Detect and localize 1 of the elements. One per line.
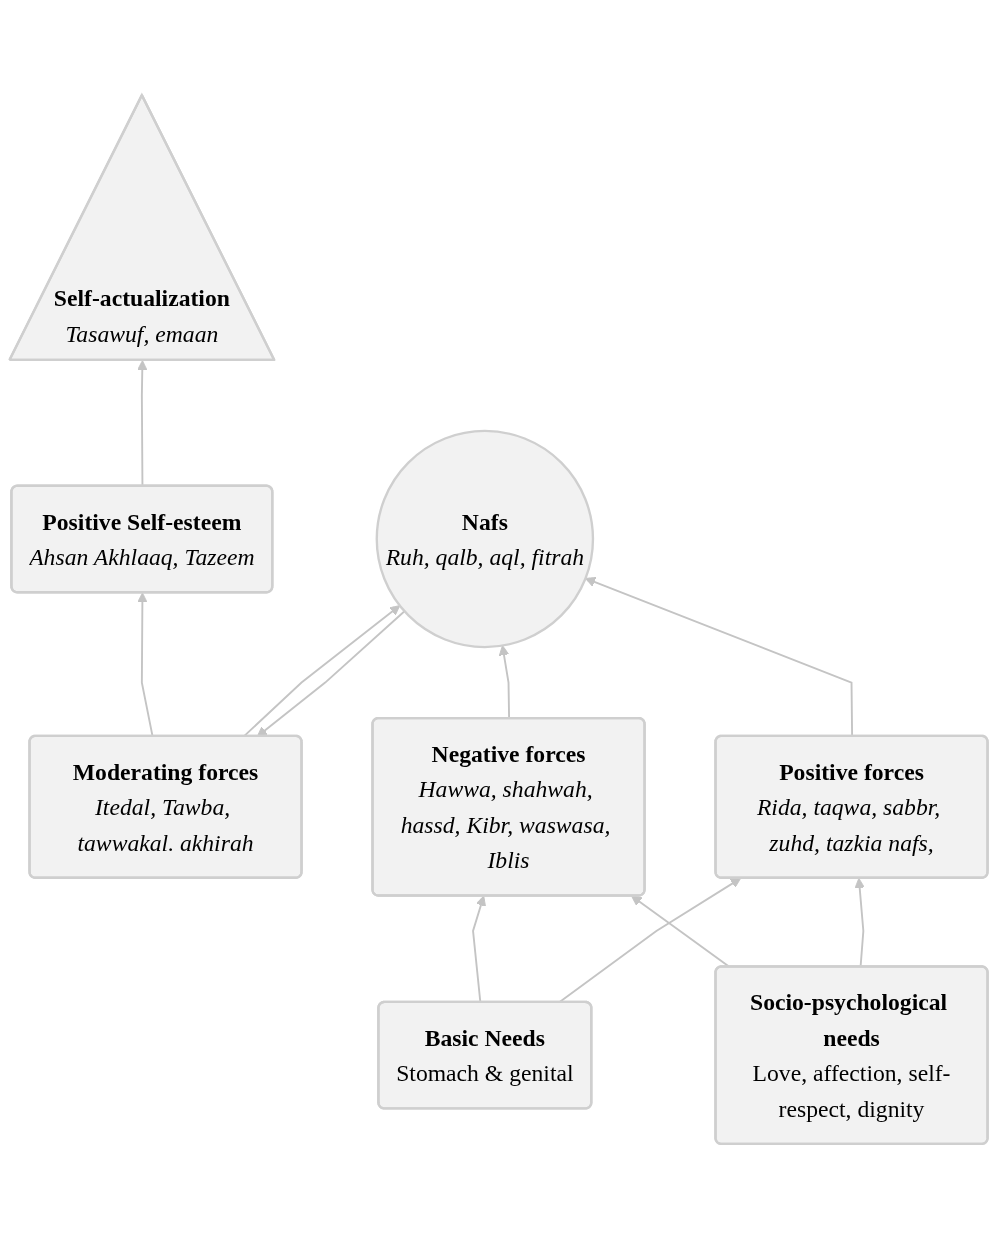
node-circle: Nafs Ruh, qalb, aql, fitrah	[375, 429, 595, 649]
